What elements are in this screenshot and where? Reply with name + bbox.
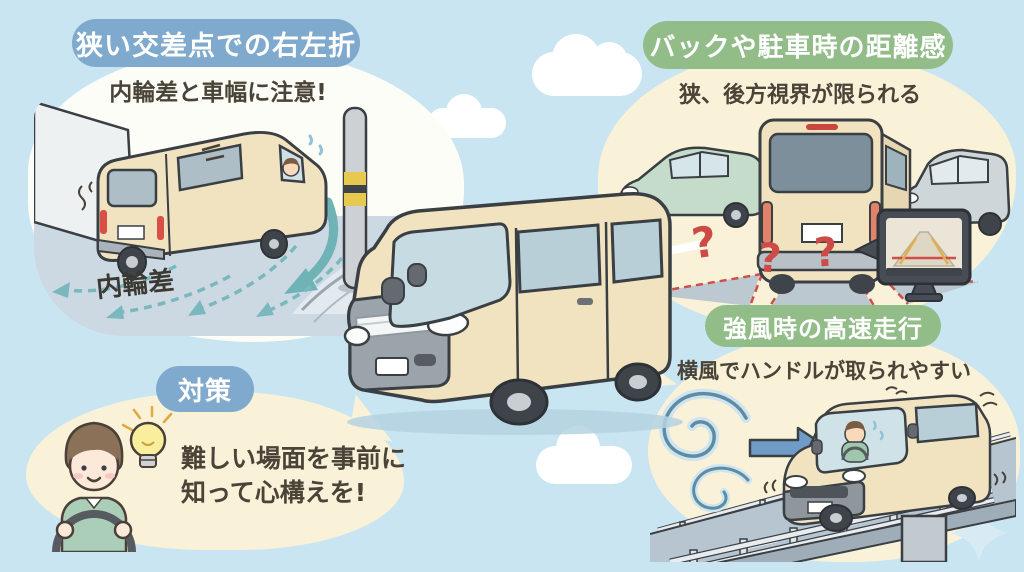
brake-light (806, 124, 838, 130)
wind-highway-illustration (650, 386, 1016, 562)
wheel-path-arrowheads (52, 282, 274, 319)
wheel (978, 212, 1002, 236)
camera-guide-line-yellow (930, 237, 950, 265)
headlight (343, 325, 371, 347)
wind-swirl-icon (659, 388, 752, 513)
backup-camera-monitor (853, 208, 972, 302)
tail-lamp (761, 201, 773, 245)
side-window (610, 218, 664, 284)
tail-light (100, 210, 107, 234)
driver-hand (113, 520, 133, 540)
camera-guide-line-yellow (898, 237, 918, 265)
shake-marks (78, 181, 93, 211)
wheel-path-arrows-dashed (67, 244, 344, 314)
license-plate (117, 225, 145, 240)
subtitle-parking: 狭、後方視界が限られる (678, 83, 921, 108)
sweat-drops (308, 134, 323, 156)
driver-countermeasure-illustration (52, 406, 173, 552)
headlight (784, 475, 808, 489)
door-handle (577, 298, 593, 305)
shake-marks (763, 471, 1007, 494)
side-mirror (907, 423, 919, 439)
measures-message: 難しい場面を事前に 知って心構えを! (181, 442, 421, 510)
backing-van-rear (756, 118, 912, 294)
side-window (516, 223, 602, 294)
sparkle-icon (950, 504, 1008, 562)
headlight (842, 469, 866, 483)
subtitle-narrow-turn: 内輪差と車幅に注意! (109, 80, 327, 106)
monitor-stand (910, 283, 938, 295)
rear-window (768, 132, 874, 194)
driver-hand (55, 520, 75, 540)
side-mirror (407, 263, 427, 287)
subtitle-wind: 横風でハンドルが取られやすい (677, 359, 971, 383)
title-narrow-turn: 狭い交差点での右左折 (72, 19, 360, 67)
grille (790, 486, 848, 498)
measures-message-line1: 難しい場面を事前に (181, 444, 407, 473)
license-plate (801, 223, 843, 243)
side-window (914, 402, 980, 444)
question-mark: ? (812, 229, 839, 277)
turning-van (78, 131, 328, 278)
cloud-small-left-bump (446, 94, 482, 130)
tail-light (157, 216, 164, 240)
side-mirror (811, 439, 823, 455)
question-mark: ? (756, 235, 783, 283)
sweat-drops (872, 420, 884, 441)
measures-message-line2: 知って心構えを! (181, 478, 367, 507)
fog-lamp (414, 354, 436, 366)
door-seam (514, 227, 520, 391)
title-measures: 対策 (156, 366, 254, 412)
driver-shirt (60, 496, 128, 552)
motion-dashes (201, 143, 225, 162)
cloud-top-center-bump2 (590, 42, 628, 80)
license-plate (375, 357, 409, 376)
highway-van (763, 386, 1007, 532)
door-seam (604, 221, 610, 381)
bridge-pier (716, 498, 1016, 562)
shake-marks (885, 386, 998, 407)
wheel (769, 274, 795, 294)
windshield (388, 222, 512, 328)
lightbulb-icon (121, 406, 173, 468)
title-wind: 強風時の高速走行 (705, 305, 941, 347)
driver-avatar (52, 421, 136, 552)
title-parking: バックや駐車時の距離感 (643, 21, 953, 69)
wheel (849, 274, 875, 294)
side-mirror (381, 277, 405, 305)
monitor-base (905, 293, 943, 302)
main-van-illustration (343, 191, 683, 435)
